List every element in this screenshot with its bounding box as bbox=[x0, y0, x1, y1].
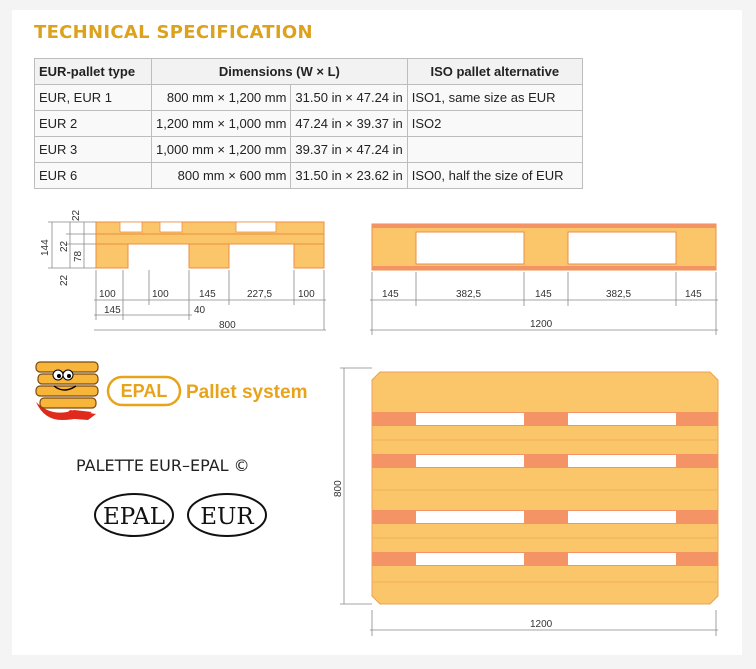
side-dim-144: 144 bbox=[40, 239, 51, 256]
side-view-drawing bbox=[48, 221, 326, 331]
cell-inch: 31.50 in × 23.62 in bbox=[290, 162, 408, 189]
side-dim-145: 145 bbox=[199, 289, 216, 300]
cell-type: EUR 2 bbox=[34, 110, 152, 137]
cell-mm: 800 mm × 1,200 mm bbox=[150, 84, 292, 111]
palette-label: PALETTE EUR–EPAL © bbox=[76, 456, 250, 475]
epal-badge-text: EPAL bbox=[121, 381, 168, 401]
side-dim-22b: 22 bbox=[59, 274, 70, 286]
front-dim-145b: 145 bbox=[535, 289, 552, 300]
cell-mm: 1,000 mm × 1,200 mm bbox=[150, 136, 292, 163]
table-header-row: EUR-pallet type Dimensions (W × L) ISO p… bbox=[34, 58, 583, 85]
top-dim-800: 800 bbox=[333, 480, 344, 497]
epal-oval-text: EPAL bbox=[103, 504, 165, 530]
side-dim-100a: 100 bbox=[99, 289, 116, 300]
side-dim-total: 800 bbox=[219, 320, 236, 331]
table-row: EUR, EUR 1 800 mm × 1,200 mm 31.50 in × … bbox=[34, 84, 583, 111]
cell-inch: 47.24 in × 39.37 in bbox=[290, 110, 408, 137]
cell-type: EUR, EUR 1 bbox=[34, 84, 152, 111]
cell-iso bbox=[406, 136, 583, 163]
cell-iso: ISO2 bbox=[406, 110, 583, 137]
side-dim-227: 227,5 bbox=[247, 289, 272, 300]
cell-mm: 1,200 mm × 1,000 mm bbox=[150, 110, 292, 137]
top-view-drawing bbox=[340, 367, 719, 636]
front-dim-382a: 382,5 bbox=[456, 289, 481, 300]
eur-oval-text: EUR bbox=[200, 504, 254, 530]
side-dim-100c: 100 bbox=[298, 289, 315, 300]
side-dim-145b: 145 bbox=[104, 305, 121, 316]
table-row: EUR 6 800 mm × 600 mm 31.50 in × 23.62 i… bbox=[34, 162, 583, 189]
epal-oval-logo: EPAL bbox=[94, 493, 174, 537]
side-dim-100b: 100 bbox=[152, 289, 169, 300]
table-row: EUR 2 1,200 mm × 1,000 mm 47.24 in × 39.… bbox=[34, 110, 583, 137]
front-dim-382b: 382,5 bbox=[606, 289, 631, 300]
pallet-mascot-logo bbox=[35, 361, 99, 420]
front-dim-145a: 145 bbox=[382, 289, 399, 300]
side-dim-40: 40 bbox=[194, 305, 206, 316]
cell-iso: ISO1, same size as EUR bbox=[406, 84, 583, 111]
page-title: TECHNICAL SPECIFICATION bbox=[34, 22, 313, 43]
col-header-type: EUR-pallet type bbox=[34, 58, 152, 85]
cell-iso: ISO0, half the size of EUR bbox=[406, 162, 583, 189]
epal-badge-logo: EPAL bbox=[106, 375, 182, 407]
side-dim-22c: 22 bbox=[71, 209, 82, 221]
side-dim-78: 78 bbox=[73, 250, 84, 262]
spec-table: EUR-pallet type Dimensions (W × L) ISO p… bbox=[34, 58, 583, 189]
table-row: EUR 3 1,000 mm × 1,200 mm 39.37 in × 47.… bbox=[34, 136, 583, 163]
cell-inch: 31.50 in × 47.24 in bbox=[290, 84, 408, 111]
front-dim-145c: 145 bbox=[685, 289, 702, 300]
cell-type: EUR 6 bbox=[34, 162, 152, 189]
side-dim-22: 22 bbox=[59, 240, 70, 252]
cell-type: EUR 3 bbox=[34, 136, 152, 163]
cell-mm: 800 mm × 600 mm bbox=[150, 162, 292, 189]
top-dim-1200: 1200 bbox=[530, 619, 553, 630]
col-header-iso: ISO pallet alternative bbox=[406, 58, 583, 85]
eur-oval-logo: EUR bbox=[187, 493, 267, 537]
pallet-system-text: Pallet system bbox=[186, 382, 307, 403]
front-dim-total: 1200 bbox=[530, 319, 553, 330]
cell-inch: 39.37 in × 47.24 in bbox=[290, 136, 408, 163]
front-view-drawing bbox=[370, 223, 718, 335]
